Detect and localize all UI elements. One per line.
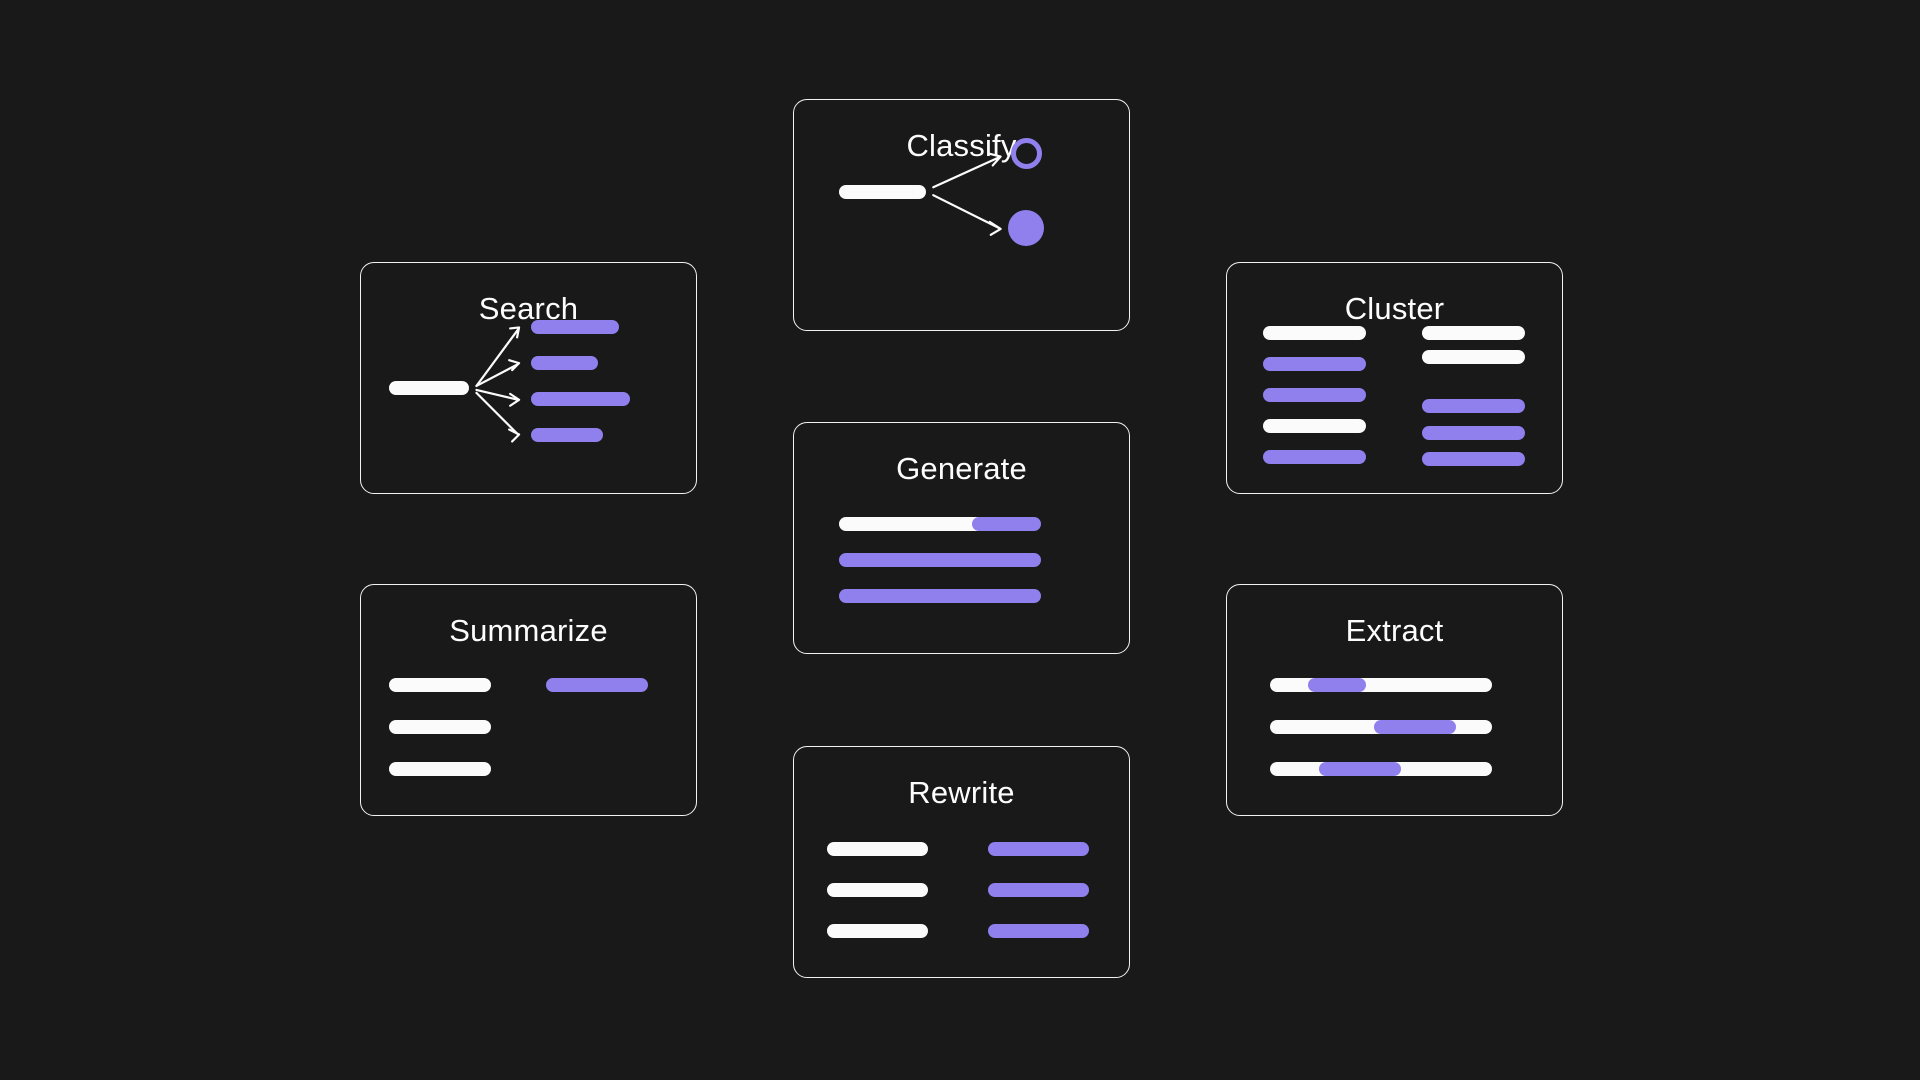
card-rewrite-body <box>794 747 1129 977</box>
card-classify[interactable]: Classify <box>793 99 1130 331</box>
card-summarize-title: Summarize <box>449 613 608 648</box>
card-summarize-body <box>361 585 696 815</box>
rewrite-rewritten-2 <box>988 883 1089 897</box>
classify-arrows <box>932 152 1002 236</box>
card-cluster[interactable]: Cluster <box>1226 262 1563 494</box>
cluster-right-item-1 <box>1422 326 1525 340</box>
summarize-source-2 <box>389 720 491 734</box>
card-extract-title: Extract <box>1345 613 1444 648</box>
search-result-1 <box>531 320 619 334</box>
summarize-source-1 <box>389 678 491 692</box>
search-result-2 <box>531 356 598 370</box>
extract-line-3-highlight <box>1319 762 1401 776</box>
classify-class-filled <box>1008 210 1044 246</box>
cluster-right-item-5 <box>1422 452 1525 466</box>
search-query-bar <box>389 381 469 395</box>
search-result-4 <box>531 428 603 442</box>
cluster-left-item-3 <box>1263 388 1366 402</box>
card-classify-body <box>794 100 1129 330</box>
card-generate[interactable]: Generate <box>793 422 1130 654</box>
extract-line-2-highlight <box>1374 720 1456 734</box>
rewrite-original-3 <box>827 924 928 938</box>
card-search[interactable]: Search <box>360 262 697 494</box>
search-arrow-1 <box>475 326 521 388</box>
card-extract-body <box>1227 585 1562 815</box>
extract-line-1 <box>1270 678 1492 692</box>
rewrite-original-1 <box>827 842 928 856</box>
cluster-right-item-2 <box>1422 350 1525 364</box>
rewrite-rewritten-3 <box>988 924 1089 938</box>
classify-input-bar <box>839 185 926 199</box>
cluster-left-item-1 <box>1263 326 1366 340</box>
card-generate-body <box>794 423 1129 653</box>
card-rewrite-title: Rewrite <box>908 775 1015 810</box>
search-arrow-3 <box>475 388 521 407</box>
card-cluster-body <box>1227 263 1562 493</box>
search-arrows <box>475 326 521 443</box>
search-result-3 <box>531 392 630 406</box>
extract-line-1-highlight <box>1308 678 1366 692</box>
card-search-body <box>361 263 696 493</box>
card-summarize[interactable]: Summarize <box>360 584 697 816</box>
card-extract[interactable]: Extract <box>1226 584 1563 816</box>
card-rewrite[interactable]: Rewrite <box>793 746 1130 978</box>
card-search-title: Search <box>478 291 579 326</box>
generate-line-2-completion <box>839 553 1041 567</box>
summarize-source-3 <box>389 762 491 776</box>
classify-class-outlined <box>1011 138 1042 169</box>
generate-line-1-completion <box>972 517 1041 531</box>
cluster-left-item-4 <box>1263 419 1366 433</box>
card-generate-title: Generate <box>896 451 1027 486</box>
summarize-summary-1 <box>546 678 648 692</box>
rewrite-rewritten-1 <box>988 842 1089 856</box>
cluster-left-item-2 <box>1263 357 1366 371</box>
cluster-right-item-4 <box>1422 426 1525 440</box>
card-cluster-title: Cluster <box>1344 291 1445 326</box>
cluster-right-item-3 <box>1422 399 1525 413</box>
generate-line-1-prompt <box>839 517 990 531</box>
search-arrow-4 <box>475 391 521 443</box>
rewrite-original-2 <box>827 883 928 897</box>
generate-line-3-completion <box>839 589 1041 603</box>
classify-arrow-down <box>932 194 1002 236</box>
cluster-left-item-5 <box>1263 450 1366 464</box>
search-arrow-2 <box>475 359 521 388</box>
classify-arrow-up <box>932 152 1002 189</box>
